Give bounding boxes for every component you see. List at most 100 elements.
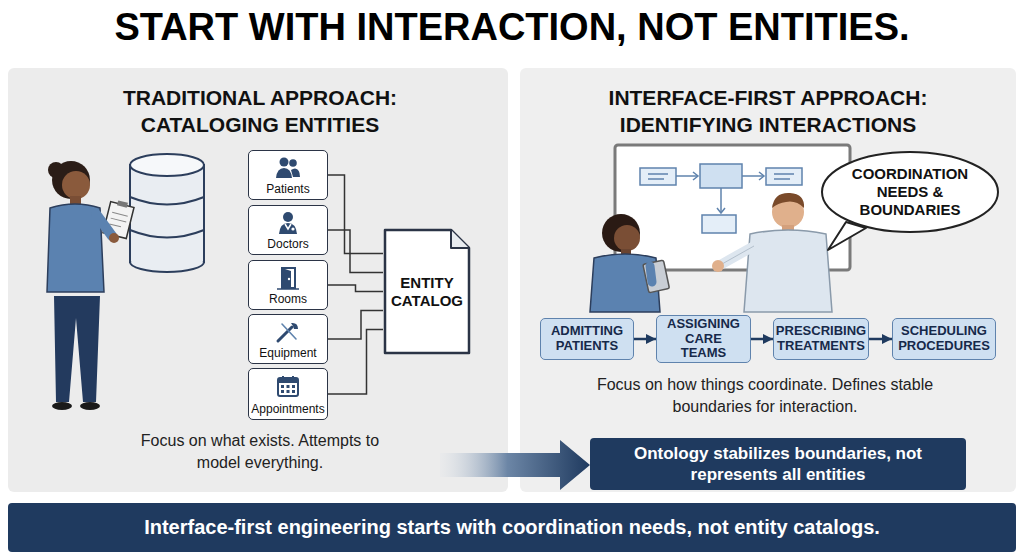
whiteboard — [700, 164, 742, 188]
calendar-icon — [282, 376, 284, 380]
person-figure — [112, 212, 128, 216]
bubble-outline — [822, 152, 998, 232]
door-icon — [274, 266, 302, 290]
calendar-icon — [281, 385, 284, 388]
people-icon — [291, 169, 300, 178]
door-icon — [288, 278, 290, 280]
connector-line — [328, 330, 383, 394]
person-figure — [590, 254, 660, 312]
flow-arrow — [869, 338, 892, 341]
text-holder: Focus on how things coordinate. Defines … — [565, 374, 965, 417]
person-figure — [643, 260, 670, 293]
person-figure — [643, 260, 670, 293]
entity-box: Appointments — [248, 368, 328, 420]
process-box: ASSIGNING CARE TEAMS — [656, 315, 751, 363]
connector-line — [328, 175, 383, 253]
entity-box: Rooms — [248, 260, 328, 310]
doctor-icon — [274, 211, 302, 235]
people-icon — [274, 156, 302, 180]
person-figure — [712, 260, 724, 272]
person-figure — [54, 296, 100, 402]
box-label: Ontology stabilizes boundaries, not repr… — [600, 443, 956, 486]
calendar-icon — [287, 390, 290, 393]
person-figure — [590, 214, 669, 312]
box-label: Doctors — [267, 237, 308, 251]
people-icon — [280, 158, 289, 167]
person-figure — [96, 214, 112, 236]
person-figure — [47, 161, 135, 410]
person-figure — [650, 266, 652, 282]
catalog-document: ENTITY CATALOG — [383, 228, 471, 355]
title-row: START WITH INTERACTION, NOT ENTITIES. — [0, 6, 1024, 49]
box-label: ENTITY CATALOG — [391, 274, 463, 310]
box-label: ADMITTING PATIENTS — [545, 324, 629, 354]
conclusion-band: Ontology stabilizes boundaries, not repr… — [590, 438, 966, 490]
text-holder: TRADITIONAL APPROACH: CATALOGING ENTITIE… — [108, 84, 412, 139]
doctor-icon — [291, 227, 294, 230]
calendar-icon — [292, 385, 295, 388]
panel-note: Focus on how things coordinate. Defines … — [565, 374, 965, 417]
transition-arrow — [440, 440, 590, 490]
person-figure — [722, 246, 754, 264]
box-label: Rooms — [269, 292, 307, 306]
people-icon — [276, 168, 292, 178]
person-figure — [722, 246, 754, 264]
equipment-icon — [274, 320, 302, 344]
door-icon — [282, 268, 291, 289]
person-figure — [52, 161, 90, 199]
bubble-tail — [828, 222, 866, 250]
box-label: Patients — [266, 182, 309, 196]
flow-arrow — [751, 338, 773, 341]
doctor-icon — [285, 224, 291, 229]
person-figure — [52, 402, 72, 410]
box-label: Appointments — [251, 402, 324, 416]
database-icon — [130, 154, 204, 176]
entity-box: Doctors — [248, 205, 328, 255]
calendar-icon — [278, 378, 298, 383]
person-figure — [62, 171, 90, 199]
title-text: START WITH INTERACTION, NOT ENTITIES. — [114, 6, 909, 49]
door-icon — [282, 268, 295, 288]
box-label: PRESCRIBING TREATMENTS — [776, 324, 866, 354]
box-label: SCHEDULING PROCEDURES — [897, 324, 991, 354]
flow-arrow — [634, 338, 656, 341]
whiteboard — [648, 174, 794, 179]
calendar-icon — [274, 374, 302, 398]
person-figure — [80, 402, 100, 410]
box-label: COORDINATION NEEDS & BOUNDARIES — [848, 165, 972, 219]
box-label: Equipment — [259, 346, 316, 360]
whiteboard — [717, 208, 725, 213]
box-label: ASSIGNING CARE TEAMS — [661, 317, 746, 362]
document-outline — [451, 230, 469, 248]
whiteboard — [676, 175, 697, 177]
process-box: SCHEDULING PROCEDURES — [892, 318, 996, 360]
person-figure — [117, 200, 128, 207]
person-figure — [602, 214, 640, 252]
equipment-icon — [291, 323, 298, 329]
panel-heading: INTERFACE-FIRST APPROACH: IDENTIFYING IN… — [573, 84, 963, 139]
door-icon — [277, 288, 299, 290]
panel-note: Focus on what exists. Attempts to model … — [140, 430, 380, 473]
whiteboard — [702, 215, 736, 233]
people-icon — [289, 159, 297, 167]
panel-heading: TRADITIONAL APPROACH: CATALOGING ENTITIE… — [108, 84, 412, 139]
database-icon — [131, 165, 203, 261]
whiteboard — [720, 188, 722, 212]
process-box: PRESCRIBING TREATMENTS — [773, 318, 869, 360]
document-outline — [385, 230, 469, 353]
connector-line — [328, 230, 383, 272]
calendar-icon — [281, 385, 295, 393]
calendar-icon — [281, 390, 284, 393]
whiteboard — [766, 168, 802, 185]
database-icon — [130, 165, 204, 262]
connector-line — [328, 311, 383, 339]
calendar-icon — [292, 390, 295, 393]
speech-bubble: COORDINATION NEEDS & BOUNDARIES — [820, 150, 1000, 234]
text-holder: Focus on what exists. Attempts to model … — [140, 430, 380, 473]
equipment-icon — [278, 327, 292, 341]
doctor-icon — [279, 223, 297, 234]
database-icon — [130, 197, 204, 205]
calendar-icon — [292, 376, 294, 380]
whiteboard — [648, 172, 794, 213]
